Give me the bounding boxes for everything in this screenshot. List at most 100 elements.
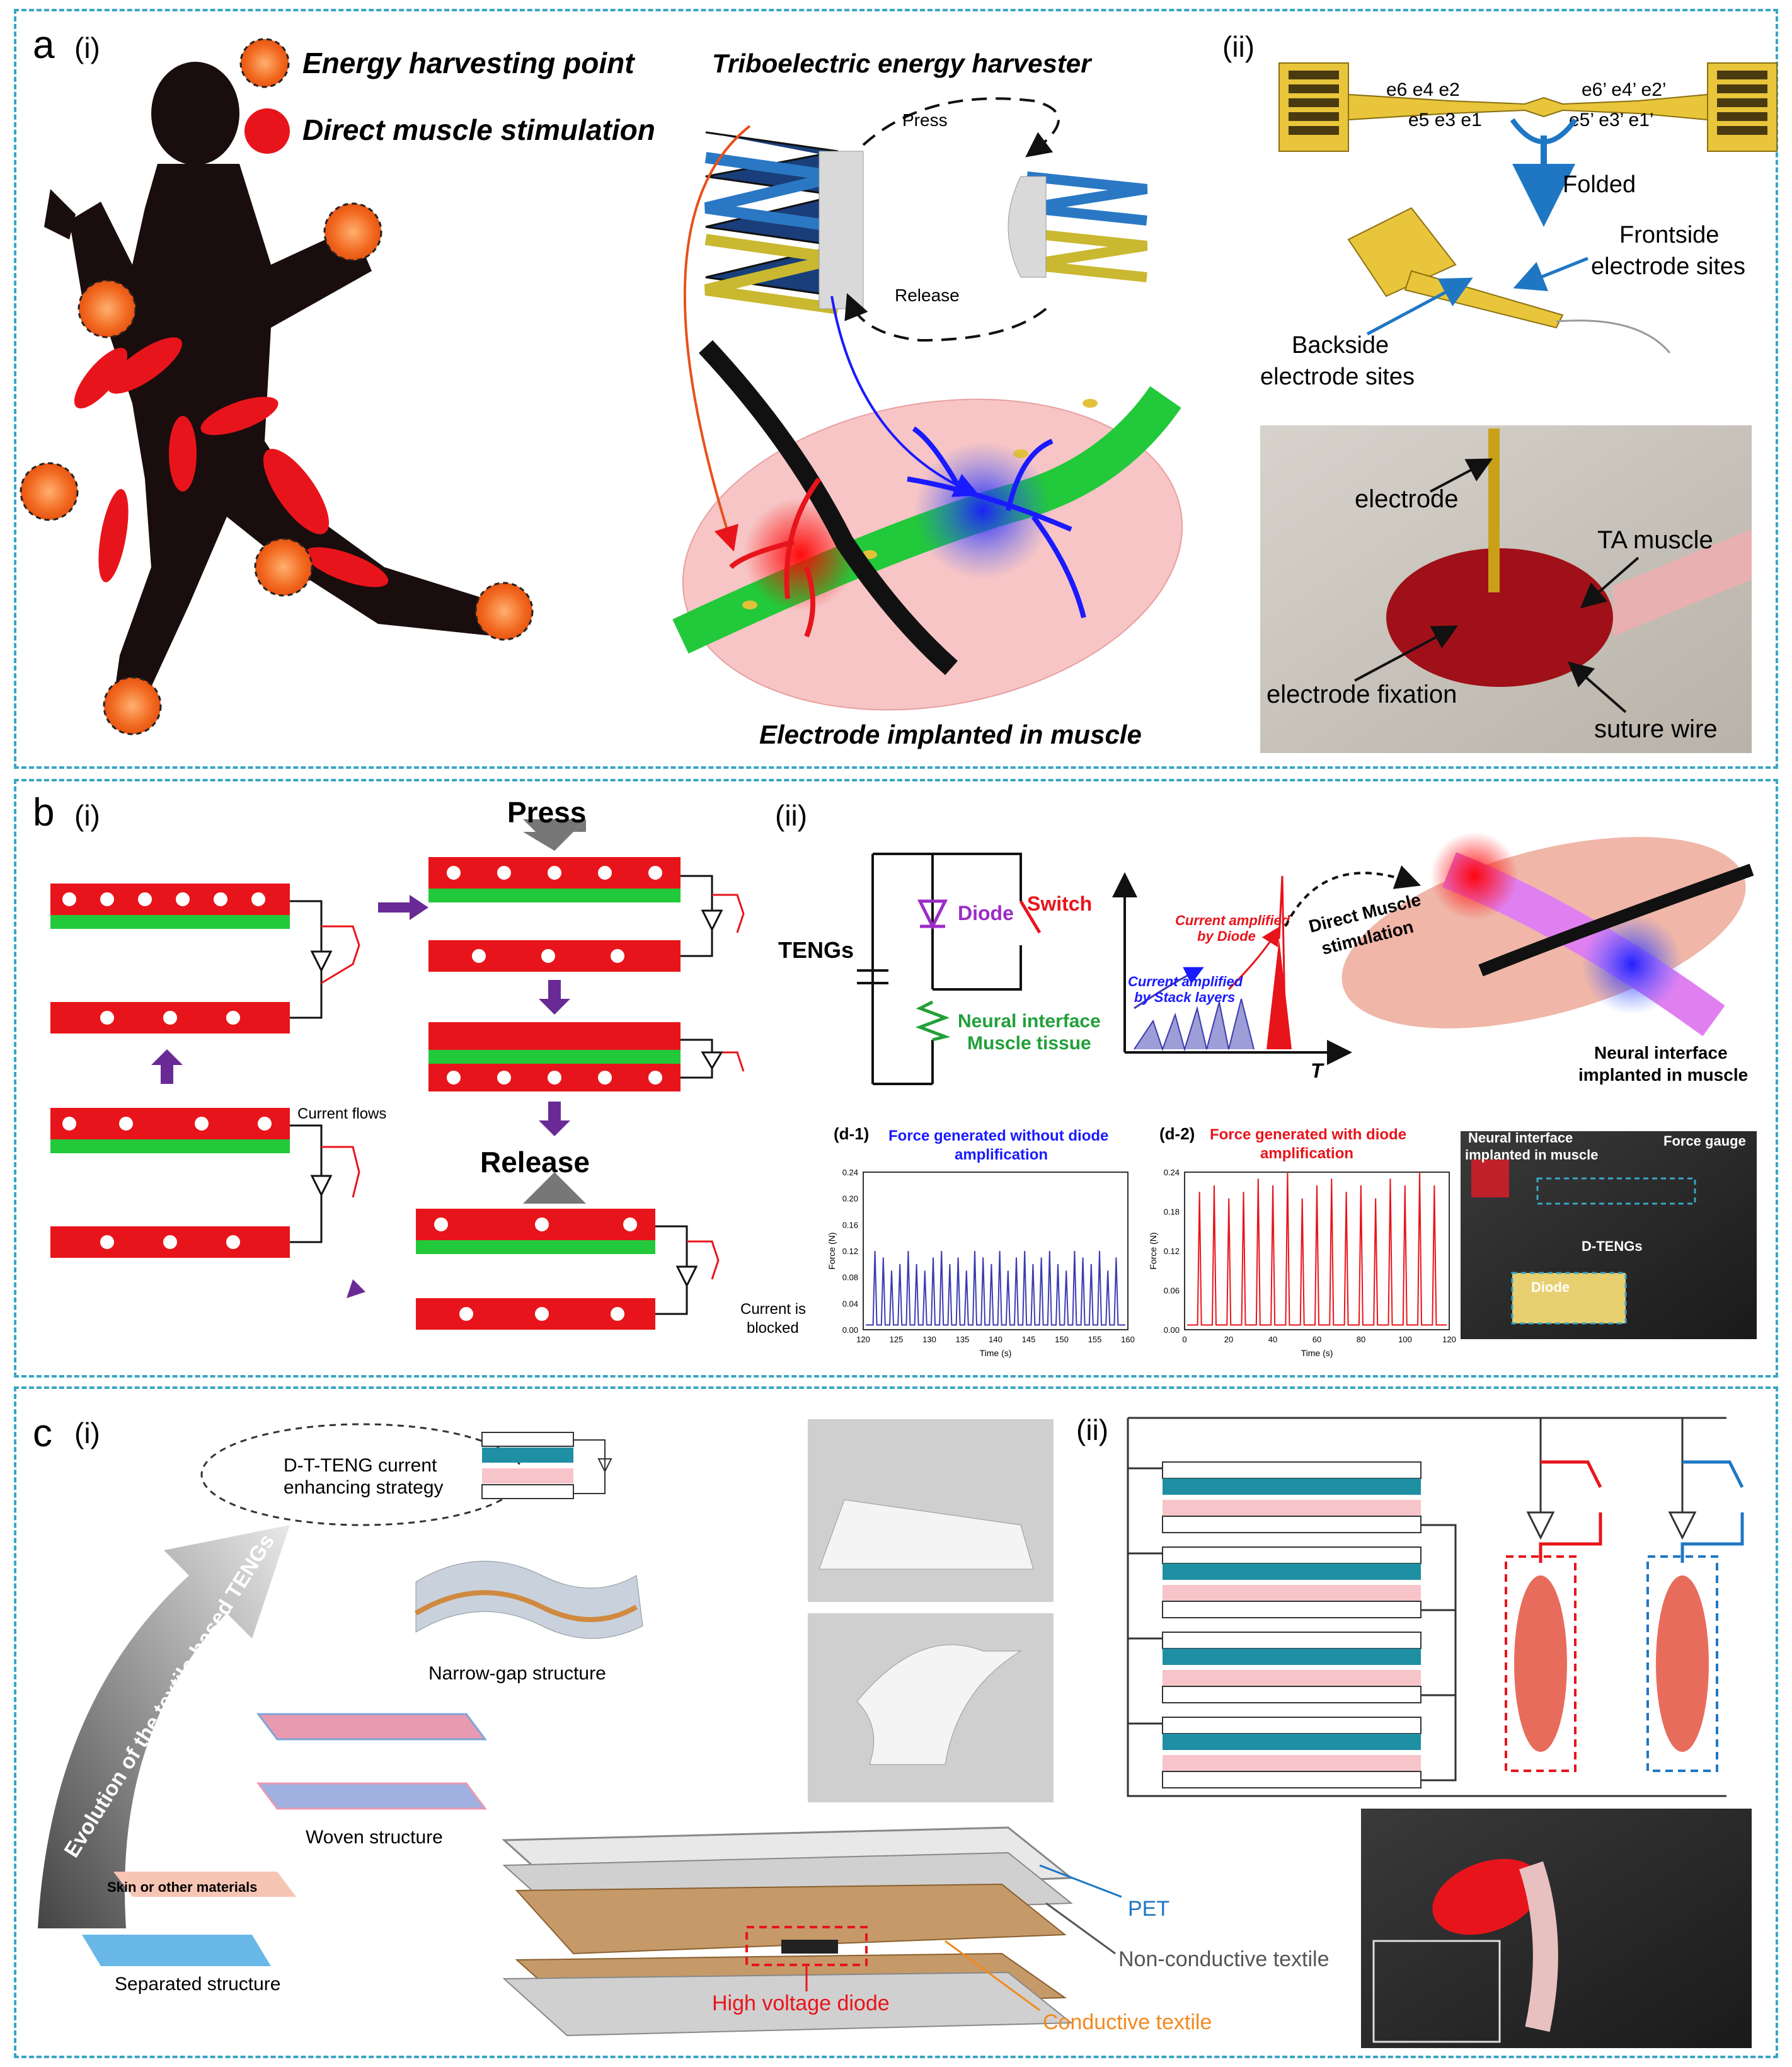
stim-blue-glow: [1582, 914, 1682, 1015]
teng-press-label: Press: [902, 110, 948, 130]
circuit-neural-label-2: Muscle tissue: [967, 1033, 1091, 1054]
chart-y-tick: 0.00: [842, 1325, 858, 1335]
conductive-label: Conductive textile: [1043, 2010, 1212, 2034]
chart-y-tick: 0.06: [1164, 1286, 1180, 1296]
photo-force-gauge-label: Force gauge: [1663, 1133, 1746, 1149]
ta-muscle-exposed: [1386, 548, 1613, 687]
panel-b-sub-ii: (ii): [775, 799, 807, 832]
conductive-pointer: [945, 1940, 1040, 2012]
evolution-arrow: [38, 1525, 290, 1928]
photo-dteng-device: [1511, 1272, 1627, 1325]
electrode-labels-right-top: e6’ e4’ e2’: [1582, 79, 1667, 100]
chart-y-tick: 0.18: [1164, 1207, 1180, 1217]
diode-label: High voltage diode: [712, 1991, 890, 2015]
frontside-label-1: Frontside: [1619, 222, 1719, 248]
muscle-stimulation-spots: [74, 337, 389, 587]
chart-y-tick: 0.08: [842, 1273, 858, 1282]
d2-title-1: Force generated with diode: [1210, 1126, 1406, 1143]
d2-title-2: amplification: [1260, 1145, 1353, 1162]
stimulation-wire-red: [683, 125, 751, 552]
teng-stack-left: [704, 131, 864, 314]
chart-x-tick: 60: [1312, 1335, 1321, 1344]
nonconductive-pointer: [1045, 1902, 1116, 1955]
stimulation-wire-blue: [830, 296, 980, 497]
chart-x-tick: 20: [1224, 1335, 1233, 1344]
teng-release-label: Release: [895, 285, 960, 305]
frontside-pointer: [1513, 256, 1588, 292]
direct-stim-arrow: [1284, 865, 1422, 927]
backside-label-1: Backside: [1292, 332, 1389, 359]
photo-suture-label: suture wire: [1594, 715, 1718, 743]
chart-x-tick: 40: [1268, 1335, 1277, 1344]
legend-energy-label: Energy harvesting point: [302, 47, 635, 79]
chart-x-tick: 150: [1055, 1335, 1069, 1344]
nonconductive-label: Non-conductive textile: [1118, 1947, 1330, 1971]
amp-stack-label-1: Current amplified: [1128, 974, 1243, 989]
panel-b-sub-i: (i): [74, 799, 100, 832]
panel-b-letter: b: [33, 791, 54, 834]
amp-diode-label-2: by Diode: [1197, 928, 1256, 944]
panel-a-letter: a: [33, 23, 55, 67]
press-cycle-arrow: [862, 97, 1060, 158]
panel-b-frame: [14, 779, 1778, 1378]
narrow-gap-label: Narrow-gap structure: [428, 1663, 606, 1684]
photo-neural-label-1: Neural interface: [1468, 1130, 1573, 1146]
photo-dtengs-label: D-TENGs: [1582, 1238, 1643, 1254]
chart-y-tick: 0.16: [842, 1220, 858, 1229]
implant-label-1: Neural interface: [1594, 1043, 1728, 1062]
woven-label: Woven structure: [306, 1827, 443, 1848]
circuit-diode-label: Diode: [958, 902, 1014, 924]
panel-a-sub-i: (i): [74, 32, 100, 64]
panel-a-sub-ii: (ii): [1222, 30, 1255, 63]
chart-x-tick: 145: [1022, 1335, 1036, 1344]
photo-ta-label: TA muscle: [1597, 526, 1713, 554]
running-human-silhouette: [44, 62, 498, 700]
chart-y-label: Force (N): [827, 1232, 837, 1269]
chart-x-tick: 155: [1088, 1335, 1102, 1344]
current-flows-label: Current flows: [297, 1105, 386, 1122]
photo-fixation-label: electrode fixation: [1266, 681, 1457, 708]
photo-electrode-pointer: [1430, 458, 1493, 493]
chart-y-label: Force (N): [1148, 1232, 1158, 1269]
electrode-labels-left-top: e6 e4 e2: [1386, 79, 1460, 100]
backside-label-2: electrode sites: [1260, 364, 1415, 390]
chart-plot-area: [863, 1172, 1129, 1330]
energy-harvesting-points: [20, 202, 534, 735]
chart-x-tick: 80: [1357, 1335, 1365, 1344]
skin-label: Skin or other materials: [107, 1879, 257, 1895]
strategy-label-2: enhancing strategy: [284, 1477, 444, 1498]
backside-pointer: [1366, 277, 1473, 336]
chart-force-series: [866, 1250, 1125, 1326]
photo-suture-pointer: [1567, 661, 1627, 713]
schematic-amplification-plot: [1112, 872, 1352, 1065]
plot-t-axis-label: T: [1311, 1059, 1324, 1082]
panel-c-sub-i: (i): [74, 1417, 100, 1449]
current-blocked-label-1: Current is: [740, 1301, 806, 1318]
chart-x-tick: 130: [922, 1335, 936, 1344]
strategy-icon: [481, 1432, 612, 1499]
teng-stack-right: [1008, 171, 1148, 282]
evolution-label: Evolution of the textile-based TENGs: [60, 1530, 280, 1862]
teng-title: Triboelectric energy harvester: [712, 49, 1093, 78]
chart-x-tick: 140: [989, 1335, 1002, 1344]
rat-leg: [1613, 529, 1752, 636]
photo-ta-pointer: [1580, 556, 1640, 609]
photo-muscle-spot: [1471, 1160, 1509, 1197]
chart-y-tick: 0.24: [842, 1168, 858, 1177]
amp-diode-label-1: Current amplified: [1175, 913, 1290, 928]
d-teng-circuit: [857, 853, 1022, 1085]
amp-stack-label-2: by Stack layers: [1134, 989, 1235, 1005]
photo-electrode-shaft: [1488, 429, 1500, 592]
stimulated-muscle-spot: [1432, 1858, 1542, 1935]
stim-red-glow: [1430, 832, 1519, 920]
inset-circuit: [1372, 1940, 1501, 2043]
chart-force-series: [1187, 1172, 1447, 1326]
circuit-resistor-icon: [915, 1000, 951, 1042]
implant-label-2: implanted in muscle: [1578, 1065, 1748, 1085]
rat-leg-c: [1519, 1861, 1558, 2032]
electrode-labels-left-bottom: e5 e3 e1: [1408, 110, 1482, 130]
cycle-release-label: Release: [480, 1146, 590, 1178]
chart-x-tick: 135: [956, 1335, 970, 1344]
